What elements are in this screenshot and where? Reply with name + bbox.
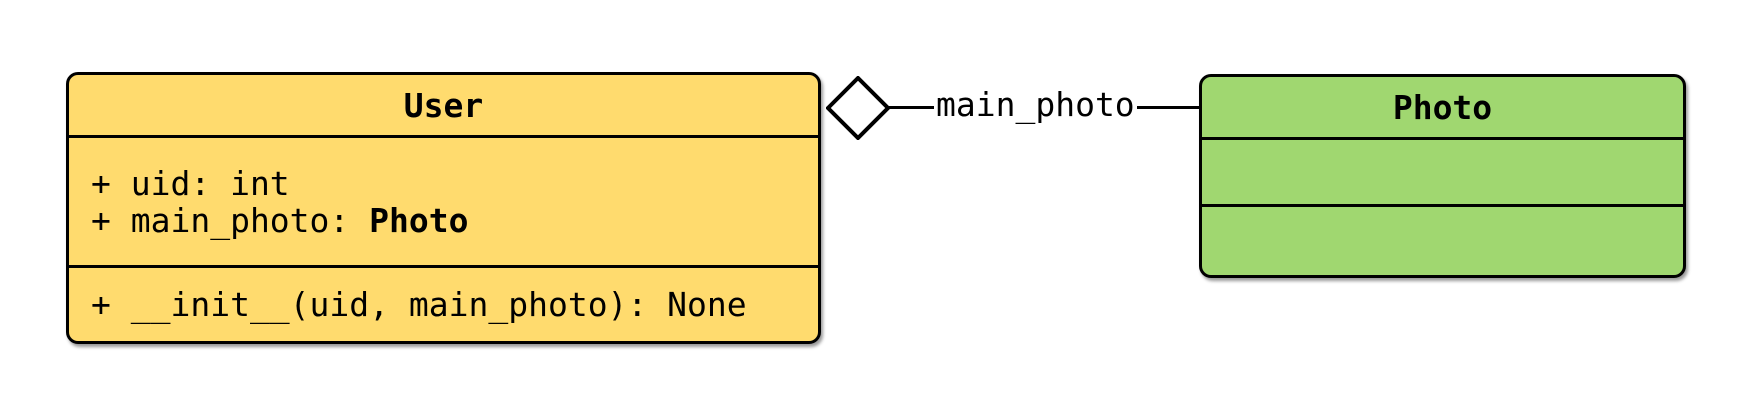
association-label: main_photo bbox=[934, 85, 1137, 124]
class-box-user: User + uid: int + main_photo: Photo + __… bbox=[66, 72, 821, 344]
class-user-methods: + __init__(uid, main_photo): None bbox=[69, 268, 818, 341]
class-user-title: User bbox=[69, 75, 818, 138]
attribute-main-photo-type: Photo bbox=[369, 200, 469, 240]
attribute-main-photo-prefix: + main_photo: bbox=[91, 200, 370, 240]
attribute-main-photo: + main_photo: Photo bbox=[91, 202, 818, 239]
class-photo-attributes bbox=[1202, 140, 1683, 207]
attribute-uid: + uid: int bbox=[91, 163, 290, 203]
aggregation-diamond-shape bbox=[826, 76, 890, 140]
aggregation-diamond-icon bbox=[826, 76, 890, 140]
class-photo-title: Photo bbox=[1202, 77, 1683, 140]
class-photo-methods bbox=[1202, 207, 1683, 275]
class-box-photo: Photo bbox=[1199, 74, 1686, 278]
class-user-attributes: + uid: int + main_photo: Photo bbox=[69, 138, 818, 268]
method-init: + __init__(uid, main_photo): None bbox=[91, 285, 747, 324]
